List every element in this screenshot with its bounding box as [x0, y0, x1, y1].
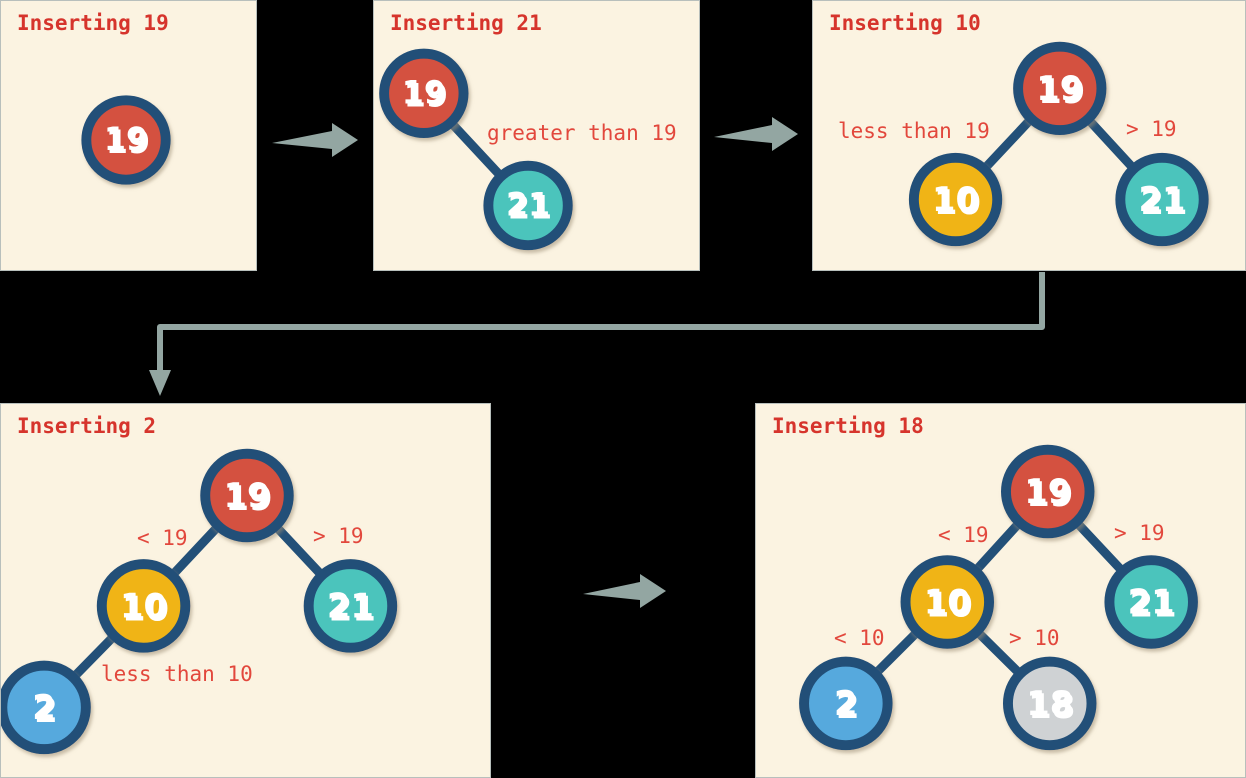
edge-label: > 19	[1126, 117, 1177, 141]
arrow-head	[149, 370, 171, 396]
node-circle	[1002, 656, 1097, 751]
edge-label: less than 19	[838, 119, 990, 143]
edge-label: < 19	[137, 526, 188, 550]
arrow-elbow-line	[157, 272, 1045, 372]
arrow-shape	[583, 574, 666, 608]
edge-label: < 19	[938, 523, 989, 547]
edge-label: > 10	[1009, 626, 1060, 650]
node-label: 2	[32, 688, 56, 727]
tree-node-2[interactable]: 22	[1, 660, 91, 755]
panel-title: Inserting 2	[17, 414, 157, 438]
edge-label: > 19	[313, 524, 364, 548]
node-label: 19	[1036, 69, 1083, 108]
node-circle	[1, 660, 91, 755]
node-label-shadow: 10	[926, 585, 973, 624]
node-label: 10	[932, 180, 979, 219]
node-circle	[799, 656, 893, 751]
panel-title: Inserting 10	[829, 11, 981, 35]
node-circle	[1115, 152, 1209, 247]
edge-label: < 10	[834, 626, 885, 650]
arrow-2-to-3	[714, 117, 798, 151]
node-label: 21	[506, 187, 550, 223]
node-circle	[200, 448, 294, 543]
node-circle	[1000, 444, 1095, 539]
panel-title: Inserting 19	[17, 11, 169, 35]
node-label-shadow: 18	[1028, 687, 1075, 726]
node-label-shadow: 2	[836, 687, 860, 726]
panel-title: Inserting 18	[772, 414, 924, 438]
node-label: 10	[924, 582, 971, 621]
node-label-shadow: 10	[934, 183, 981, 222]
node-label-shadow: 19	[1038, 72, 1085, 111]
node-label: 2	[834, 684, 858, 723]
node-circle	[1104, 555, 1198, 649]
node-label: 19	[104, 122, 148, 158]
node-label: 19	[402, 75, 446, 111]
node-label-shadow: 2	[34, 691, 58, 730]
node-label: 19	[223, 476, 270, 515]
node-label-shadow: 19	[225, 479, 272, 518]
arrow-3-to-4	[149, 272, 1045, 396]
node-label-shadow: 19	[106, 125, 150, 161]
node-label: 21	[1128, 582, 1175, 621]
node-label-shadow: 21	[329, 589, 376, 628]
arrow-1-to-2	[272, 123, 358, 157]
arrow-shape	[714, 117, 798, 151]
node-circle	[96, 559, 191, 653]
node-label: 18	[1026, 684, 1073, 723]
node-label: 21	[1139, 180, 1186, 219]
node-circle	[900, 555, 995, 649]
node-label: 19	[1024, 472, 1071, 511]
edge-label: less than 10	[101, 662, 253, 686]
node-label-shadow: 10	[122, 589, 169, 628]
node-label-shadow: 21	[1141, 183, 1188, 222]
edge-label: greater than 19	[487, 121, 677, 145]
node-circle	[483, 160, 573, 251]
node-circle	[908, 152, 1003, 247]
edge-label: > 19	[1114, 521, 1165, 545]
tree-node-2[interactable]: 22	[799, 656, 893, 751]
node-circle	[81, 95, 171, 185]
arrow-4-to-5	[583, 574, 666, 608]
arrow-shape	[272, 123, 358, 157]
node-label: 21	[327, 586, 374, 625]
node-circle	[379, 48, 469, 138]
node-circle	[1013, 41, 1107, 136]
node-label-shadow: 19	[1026, 475, 1073, 514]
node-label: 10	[120, 586, 167, 625]
node-label-shadow: 19	[404, 78, 448, 114]
node-label-shadow: 21	[1130, 585, 1177, 624]
node-label-shadow: 21	[508, 190, 552, 226]
node-circle	[303, 559, 398, 653]
panel-title: Inserting 21	[390, 11, 542, 35]
